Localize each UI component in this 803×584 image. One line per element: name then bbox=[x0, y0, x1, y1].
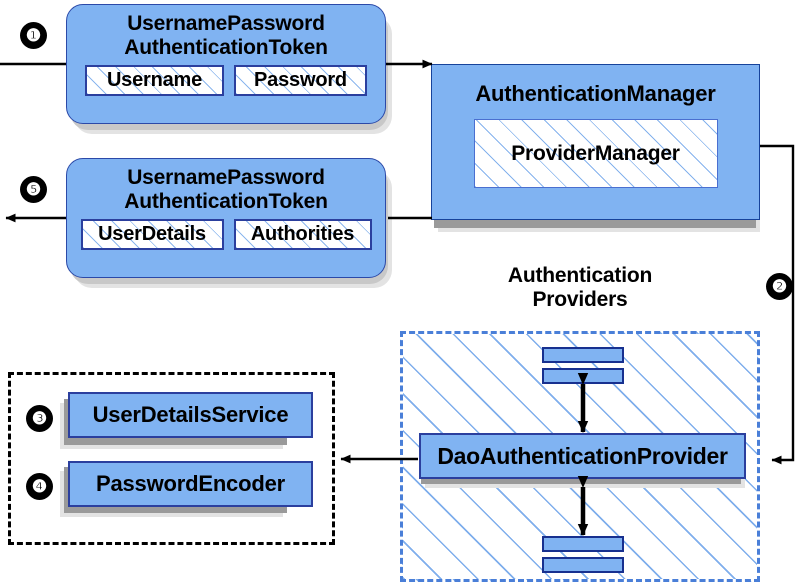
request-token-title: UsernamePassword AuthenticationToken bbox=[124, 12, 328, 59]
response-token-box[interactable]: UsernamePassword AuthenticationToken Use… bbox=[66, 158, 386, 278]
authentication-manager-box[interactable]: AuthenticationManager ProviderManager bbox=[431, 64, 760, 220]
dao-authentication-provider-box[interactable]: DaoAuthenticationProvider bbox=[419, 433, 746, 479]
field-authorities: Authorities bbox=[233, 219, 372, 251]
passwordencoder-box[interactable]: PasswordEncoder bbox=[68, 461, 313, 507]
provider-bar-top-2 bbox=[542, 368, 624, 384]
providers-label-line1: Authentication bbox=[507, 264, 653, 287]
userdetailsservice-box[interactable]: UserDetailsService bbox=[68, 392, 313, 438]
request-token-fields: Username Password bbox=[85, 65, 367, 97]
badge-step-2: ❷ bbox=[766, 273, 793, 300]
provider-bar-top-1 bbox=[542, 347, 624, 363]
authentication-providers-label: Authentication Providers bbox=[455, 264, 705, 311]
response-token-title-line1: UsernamePassword bbox=[127, 166, 325, 189]
badge-step-1: ❶ bbox=[20, 22, 47, 49]
provider-bar-bottom-1 bbox=[542, 536, 624, 552]
field-userdetails: UserDetails bbox=[80, 219, 224, 251]
response-token-fields: UserDetails Authorities bbox=[80, 219, 372, 251]
provider-manager-box[interactable]: ProviderManager bbox=[473, 119, 718, 188]
request-token-box[interactable]: UsernamePassword AuthenticationToken Use… bbox=[66, 4, 386, 124]
provider-bar-bottom-2 bbox=[542, 557, 624, 573]
request-token-title-line1: UsernamePassword bbox=[127, 12, 325, 35]
response-token-title-line2: AuthenticationToken bbox=[124, 189, 328, 213]
authentication-manager-title: AuthenticationManager bbox=[475, 81, 716, 106]
badge-step-4: ❹ bbox=[26, 473, 53, 500]
badge-step-3: ❸ bbox=[26, 405, 53, 432]
wire-manager-to-provider bbox=[760, 144, 795, 465]
response-token-title: UsernamePassword AuthenticationToken bbox=[124, 166, 328, 213]
request-token-title-line2: AuthenticationToken bbox=[124, 35, 328, 59]
field-username: Username bbox=[85, 65, 224, 97]
badge-step-5: ❺ bbox=[20, 176, 47, 203]
field-password: Password bbox=[234, 65, 367, 97]
providers-label-line2: Providers bbox=[532, 287, 628, 311]
